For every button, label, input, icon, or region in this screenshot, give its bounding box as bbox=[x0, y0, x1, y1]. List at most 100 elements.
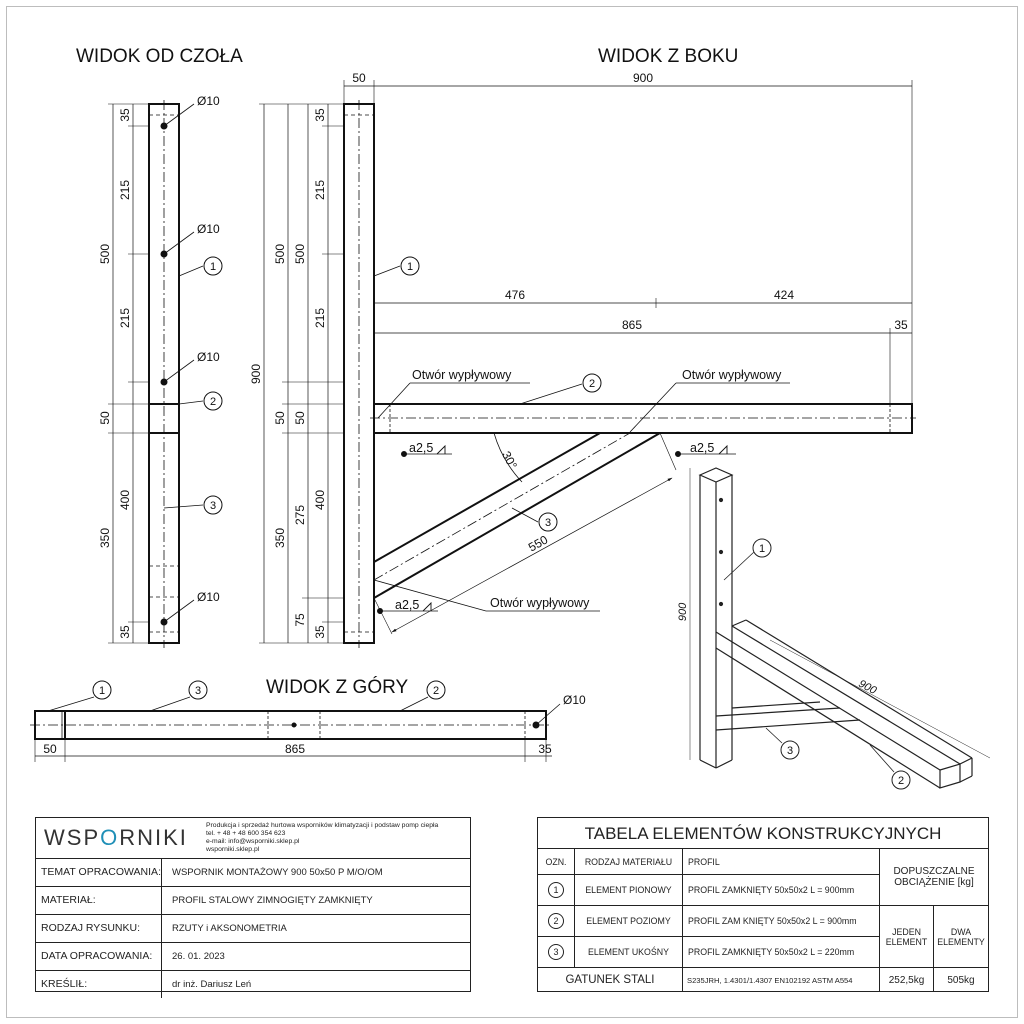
dim-50: 50 bbox=[352, 71, 366, 85]
company-line: wsporniki.sklep.pl bbox=[206, 846, 260, 853]
dim-50: 50 bbox=[273, 411, 287, 425]
dim-35: 35 bbox=[313, 108, 327, 122]
dim-400: 400 bbox=[118, 490, 132, 510]
header-two-elements: DWA ELEMENTY bbox=[933, 905, 988, 967]
hole-diameter-label: Ø10 bbox=[197, 350, 220, 364]
drawing-frame bbox=[6, 6, 1018, 1018]
dim-50: 50 bbox=[293, 411, 307, 425]
side-view bbox=[259, 80, 916, 648]
dim-550: 550 bbox=[526, 532, 551, 554]
outlet-label: Otwór wypływowy bbox=[490, 596, 590, 610]
callout-1: 1 bbox=[210, 261, 216, 273]
callout-2: 2 bbox=[898, 775, 904, 787]
row-label: KREŚLIŁ: bbox=[36, 971, 162, 998]
dim-400: 400 bbox=[313, 490, 327, 510]
elements-table: TABELA ELEMENTÓW KONSTRUKCYJNYCH OZN. RO… bbox=[537, 817, 989, 992]
row-label: TEMAT OPRACOWANIA: bbox=[36, 859, 162, 886]
callout-2: 2 bbox=[433, 685, 439, 697]
row-label: MATERIAŁ: bbox=[36, 887, 162, 914]
dim-424: 424 bbox=[774, 288, 794, 302]
hole-diameter-label: Ø10 bbox=[563, 693, 586, 707]
callout-2: 2 bbox=[589, 378, 595, 390]
front-labels: Ø10 Ø10 Ø10 Ø10 35 215 500 215 50 400 35… bbox=[98, 94, 220, 639]
front-view bbox=[108, 100, 223, 648]
dim-215: 215 bbox=[313, 180, 327, 200]
title-block-row: DATA OPRACOWANIA: 26. 01. 2023 bbox=[36, 943, 470, 971]
title-block-row: TEMAT OPRACOWANIA: WSPORNIK MONTAŻOWY 90… bbox=[36, 859, 470, 887]
dim-900: 900 bbox=[633, 71, 653, 85]
weld-label: a2,5 bbox=[395, 598, 419, 612]
row-ozn: 3 bbox=[538, 936, 574, 967]
row-profile: PROFIL ZAM KNIĘTY 50x50x2 L = 900mm bbox=[682, 905, 879, 936]
elements-table-grid: OZN. RODZAJ MATERIAŁU PROFIL DOPUSZCZALN… bbox=[538, 849, 988, 992]
top-view-title: WIDOK Z GÓRY bbox=[266, 676, 408, 698]
row-ozn: 2 bbox=[538, 905, 574, 936]
title-block: WSPORNIKI Produkcja i sprzedaż hurtowa w… bbox=[35, 817, 471, 998]
dim-50: 50 bbox=[43, 742, 57, 756]
row-profile: PROFIL ZAMKNIĘTY 50x50x2 L = 220mm bbox=[682, 936, 879, 967]
company-line: tel. + 48 + 48 600 354 623 bbox=[206, 830, 286, 837]
callout-3: 3 bbox=[545, 517, 551, 529]
header-ozn: OZN. bbox=[545, 856, 567, 867]
dim-75: 75 bbox=[293, 613, 307, 627]
header-profile: PROFIL bbox=[682, 849, 879, 874]
callout-3: 3 bbox=[210, 500, 216, 512]
company-line: e-mail: info@wsporniki.sklep.pl bbox=[206, 838, 300, 845]
dim-500: 500 bbox=[98, 244, 112, 264]
hole-diameter-label: Ø10 bbox=[197, 222, 220, 236]
load-one: 252,5kg bbox=[879, 967, 933, 992]
dim-215: 215 bbox=[313, 308, 327, 328]
outlet-label: Otwór wypływowy bbox=[412, 368, 512, 382]
row-label: RODZAJ RYSUNKU: bbox=[36, 915, 162, 942]
row-value: WSPORNIK MONTAŻOWY 900 50x50 P M/O/OM bbox=[172, 867, 383, 878]
isometric-labels: 900 900 1 3 2 bbox=[677, 543, 904, 787]
dim-35: 35 bbox=[894, 318, 908, 332]
callout-3: 3 bbox=[787, 745, 793, 757]
callout-3: 3 bbox=[195, 685, 201, 697]
dim-500: 500 bbox=[293, 244, 307, 264]
row-label: DATA OPRACOWANIA: bbox=[36, 943, 162, 970]
callout-1: 1 bbox=[407, 261, 413, 273]
weld-label: a2,5 bbox=[690, 441, 714, 455]
row-profile: PROFIL ZAMKNIĘTY 50x50x2 L = 900mm bbox=[682, 874, 879, 905]
dim-35: 35 bbox=[313, 625, 327, 639]
outlet-label: Otwór wypływowy bbox=[682, 368, 782, 382]
row-value: dr inż. Dariusz Leń bbox=[172, 979, 252, 990]
callout-2: 2 bbox=[210, 396, 216, 408]
callout-1: 1 bbox=[99, 685, 105, 697]
elements-table-title: TABELA ELEMENTÓW KONSTRUKCYJNYCH bbox=[538, 818, 988, 849]
dim-500: 500 bbox=[273, 244, 287, 264]
company-line: Produkcja i sprzedaż hurtowa wsporników … bbox=[206, 822, 439, 829]
steel-value: S235JRH, 1.4301/1.4307 EN102192 ASTM A55… bbox=[682, 967, 879, 992]
dim-50: 50 bbox=[98, 411, 112, 425]
top-horizontal-arm bbox=[64, 710, 547, 740]
dim-476: 476 bbox=[505, 288, 525, 302]
row-material: ELEMENT UKOŚNY bbox=[574, 936, 682, 967]
company-logo: WSPORNIKI bbox=[44, 825, 188, 850]
row-value: 26. 01. 2023 bbox=[172, 951, 225, 962]
angle-label: 30° bbox=[499, 449, 520, 472]
dim-215: 215 bbox=[118, 180, 132, 200]
front-horizontal-section bbox=[148, 403, 180, 434]
dim-350: 350 bbox=[273, 528, 287, 548]
dim-865: 865 bbox=[622, 318, 642, 332]
dim-275: 275 bbox=[293, 505, 307, 525]
title-block-row: RODZAJ RYSUNKU: RZUTY i AKSONOMETRIA bbox=[36, 915, 470, 943]
side-labels: 50 900 476 424 865 35 900 500 500 35 215… bbox=[249, 71, 908, 639]
row-material: ELEMENT POZIOMY bbox=[574, 905, 682, 936]
row-value: RZUTY i AKSONOMETRIA bbox=[172, 923, 287, 934]
top-labels: 50 865 35 Ø10 1 3 2 bbox=[43, 685, 586, 756]
front-view-title: WIDOK OD CZOŁA bbox=[76, 46, 243, 67]
load-two: 505kg bbox=[933, 967, 988, 992]
title-block-row: MATERIAŁ: PROFIL STALOWY ZIMNOGIĘTY ZAMK… bbox=[36, 887, 470, 915]
dim-35: 35 bbox=[118, 625, 132, 639]
steel-label: GATUNEK STALI bbox=[538, 967, 682, 992]
dim-865: 865 bbox=[285, 742, 305, 756]
row-ozn: 1 bbox=[538, 874, 574, 905]
dim-900: 900 bbox=[249, 364, 263, 384]
callout-1: 1 bbox=[759, 543, 765, 555]
header-one-element: JEDEN ELEMENT bbox=[879, 905, 933, 967]
dim-35: 35 bbox=[118, 108, 132, 122]
isometric-view bbox=[689, 467, 991, 790]
